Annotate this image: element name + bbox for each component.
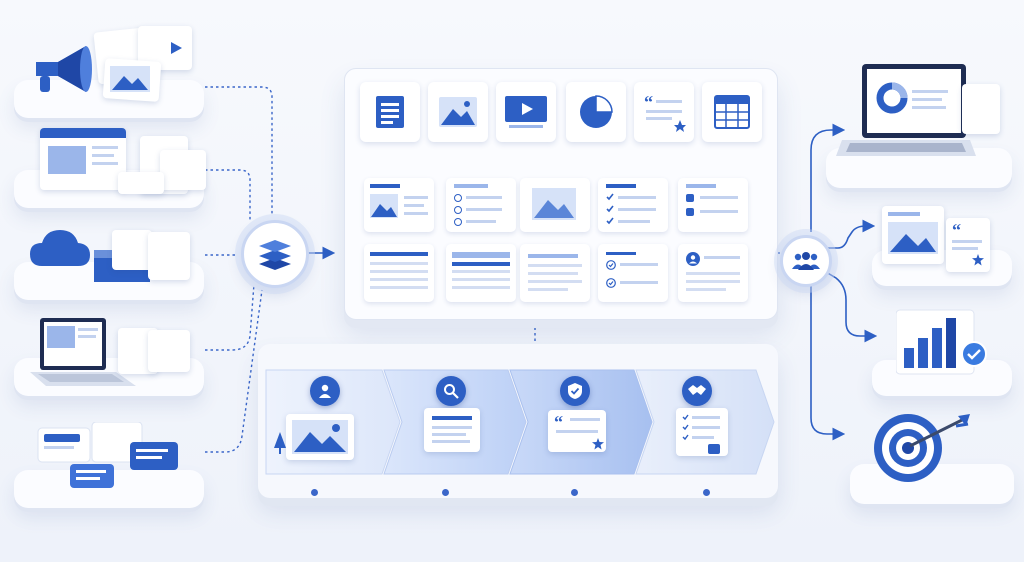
card-profile[interactable]: [678, 244, 748, 302]
card-approval-list[interactable]: [598, 244, 668, 302]
output-image-card: [882, 206, 944, 264]
card-checklist[interactable]: [446, 178, 516, 232]
source-doc-device-2: [148, 330, 190, 372]
source-doc-cloud-2: [148, 232, 190, 280]
image-icon: [370, 194, 398, 218]
shield-check-icon: [568, 383, 582, 399]
integration-hub[interactable]: [241, 220, 309, 288]
tile-video[interactable]: [496, 82, 556, 142]
pipeline-stage-2[interactable]: [396, 370, 514, 474]
check-icon: [606, 205, 614, 213]
tile-table[interactable]: [702, 82, 762, 142]
card-image-article[interactable]: [364, 178, 434, 232]
pipeline-stage-3[interactable]: “: [520, 370, 638, 474]
star-icon: [972, 254, 984, 266]
document-icon: [376, 96, 404, 128]
output-quote-card: “: [946, 218, 990, 272]
stage-2-badge: [436, 376, 466, 406]
stacked-layers-icon: [259, 240, 291, 270]
pipeline-dot-2: [442, 489, 449, 496]
output-dashboard-doc: [962, 84, 1000, 134]
pipeline-dot-3: [571, 489, 578, 496]
check-icon: [606, 193, 614, 201]
users-group-icon: [792, 252, 820, 270]
stage-3-card: “: [548, 410, 606, 452]
handshake-icon: [688, 385, 706, 395]
tile-quote[interactable]: “: [634, 82, 694, 142]
source-doc-cloud-1: [112, 230, 152, 270]
play-icon: [171, 42, 182, 54]
quote-icon: “: [554, 414, 563, 428]
user-icon: [319, 384, 331, 398]
card-media-list[interactable]: [678, 178, 748, 232]
source-doc-web-3: [118, 172, 164, 194]
megaphone-icon: [36, 46, 92, 92]
pipeline-stage-1[interactable]: [266, 370, 384, 474]
stage-4-card: [676, 408, 728, 456]
target-arrow-icon: [874, 414, 970, 482]
image-icon: [532, 188, 576, 220]
image-icon: [110, 66, 150, 92]
stage-2-card: [424, 408, 480, 452]
image-icon: [439, 97, 477, 127]
laptop-icon: [30, 318, 136, 386]
svg-text:“: “: [554, 414, 563, 428]
checklist-icon: [682, 414, 720, 441]
pipeline-dot-4: [703, 489, 710, 496]
source-doc-web-2: [160, 150, 206, 190]
stage-1-card: [286, 414, 354, 460]
card-data-table-2[interactable]: [446, 244, 516, 302]
pipeline-stage-4[interactable]: [642, 370, 760, 474]
magnifier-icon: [444, 384, 459, 399]
stage-1-badge: [310, 376, 340, 406]
user-icon: [686, 252, 700, 266]
pipeline-dot-1: [311, 489, 318, 496]
svg-text:“: “: [952, 222, 961, 236]
stage-4-badge: [682, 376, 712, 406]
image-icon: [888, 222, 938, 254]
laptop-dashboard-icon: [836, 64, 976, 156]
tile-chart[interactable]: [566, 82, 626, 142]
audience-hub[interactable]: [780, 235, 832, 287]
check-circle-icon: [606, 260, 616, 270]
quote-icon: “: [644, 92, 686, 132]
check-icon: [606, 217, 614, 225]
table-icon: [714, 95, 750, 129]
card-data-table-1[interactable]: [364, 244, 434, 302]
tile-document[interactable]: [360, 82, 420, 142]
card-text-block[interactable]: [520, 244, 590, 302]
tile-image[interactable]: [428, 82, 488, 142]
star-icon: [592, 438, 604, 450]
cloud-folder-icon: [30, 230, 90, 266]
card-checklist-tasks[interactable]: [598, 178, 668, 232]
stage-3-badge: [560, 376, 590, 406]
video-play-icon: [505, 96, 547, 128]
check-circle-icon: [606, 278, 616, 288]
browser-window-icon: [40, 128, 126, 190]
image-icon: [292, 420, 348, 454]
bar-chart-check-icon: [896, 309, 987, 375]
check-box-icon: [708, 444, 720, 454]
tree-icon: [274, 432, 286, 454]
pie-chart-icon: [580, 95, 613, 128]
card-image[interactable]: [520, 178, 590, 232]
quote-icon: “: [952, 222, 961, 236]
svg-text:“: “: [644, 92, 653, 112]
chat-bubbles-icon: [37, 422, 178, 488]
